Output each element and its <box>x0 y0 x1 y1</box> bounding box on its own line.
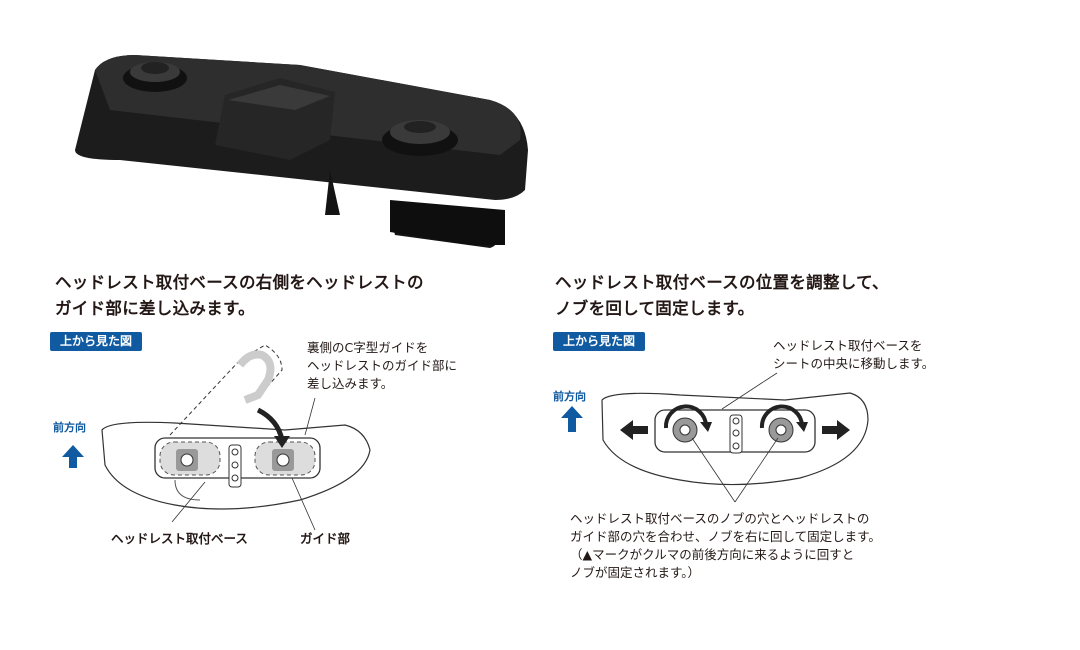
right-bottom-note: ヘッドレスト取付ベースのノブの穴とヘッドレストの ガイド部の穴を合わせ、ノブを右… <box>570 510 881 582</box>
right-bottom-note-line2: ガイド部の穴を合わせ、ノブを右に回して固定します。 <box>570 529 881 544</box>
headrest-outline <box>101 421 371 510</box>
right-step-title: ヘッドレスト取付ベースの位置を調整して、 ノブを回して固定します。 <box>555 270 889 322</box>
right-bottom-note-line4: ノブが固定されます。） <box>570 565 701 580</box>
label-headrest-base: ヘッドレスト取付ベース <box>111 531 248 546</box>
left-title-line1: ヘッドレスト取付ベースの右側をヘッドレストの <box>55 273 424 292</box>
left-note-line3: 差し込みます。 <box>307 376 394 391</box>
right-title-line1: ヘッドレスト取付ベースの位置を調整して、 <box>555 273 889 292</box>
left-note: 裏側のC字型ガイドを ヘッドレストのガイド部に 差し込みます。 <box>307 339 457 393</box>
right-bottom-note-line3: （▲マークがクルマの前後方向に来るように回すと <box>570 547 855 562</box>
headrest-base-product-image <box>75 55 528 248</box>
move-right-arrow-icon <box>822 420 850 440</box>
left-step-title: ヘッドレスト取付ベースの右側をヘッドレストの ガイド部に差し込みます。 <box>55 270 424 322</box>
move-left-arrow-icon <box>620 420 648 440</box>
right-bottom-note-line1: ヘッドレスト取付ベースのノブの穴とヘッドレストの <box>570 511 870 526</box>
right-view-badge: 上から見た図 <box>553 332 646 351</box>
right-title-line2: ノブを回して固定します。 <box>555 299 755 318</box>
right-top-note: ヘッドレスト取付ベースを シートの中央に移動します。 <box>773 337 934 373</box>
left-forward-label: 前方向 <box>53 421 86 434</box>
forward-arrow-icon <box>62 445 84 468</box>
headrest-outline <box>601 392 869 486</box>
forward-arrow-icon <box>561 406 583 432</box>
right-top-note-line1: ヘッドレスト取付ベースを <box>773 338 923 353</box>
label-guide: ガイド部 <box>300 531 351 546</box>
left-note-line2: ヘッドレストのガイド部に <box>307 358 458 373</box>
right-top-note-line2: シートの中央に移動します。 <box>773 356 935 371</box>
left-note-line1: 裏側のC字型ガイドを <box>307 340 429 355</box>
right-forward-label: 前方向 <box>553 390 586 403</box>
left-view-badge: 上から見た図 <box>50 332 143 351</box>
left-title-line2: ガイド部に差し込みます。 <box>55 299 255 318</box>
